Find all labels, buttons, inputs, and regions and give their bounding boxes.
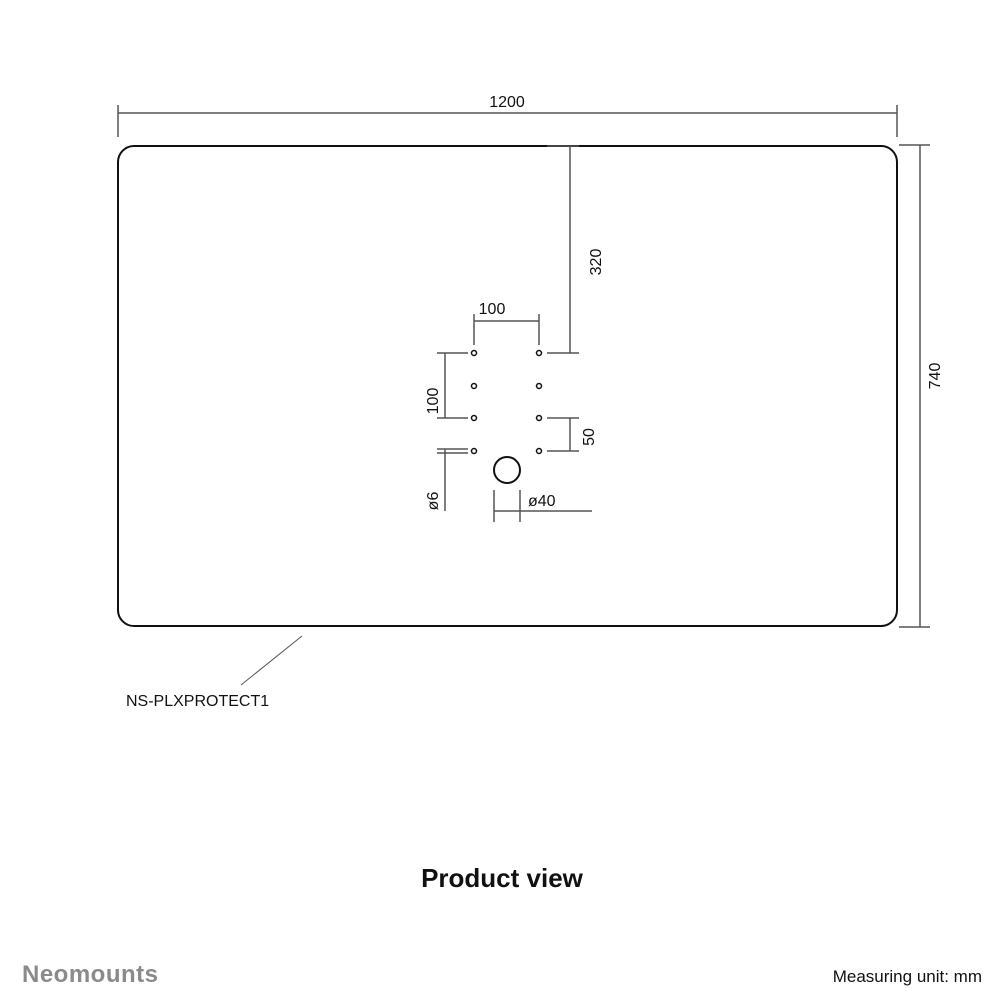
part-leader-line: [240, 635, 303, 686]
hole-spacing-small-label: 50: [581, 428, 598, 446]
view-caption: Product view: [421, 863, 583, 893]
hole-spacing-vertical-dimension: [437, 352, 468, 419]
hole-spacing-small-dimension: [547, 417, 579, 452]
mounting-holes: [470, 349, 543, 455]
brand-logo: Neomounts: [22, 961, 159, 988]
cable-hole: [493, 456, 521, 484]
width-dimension: [117, 105, 898, 137]
height-dimension: [899, 144, 930, 628]
cable-hole-dimension: [493, 490, 592, 522]
cable-hole-label: ø40: [528, 493, 556, 510]
plate-outline: [117, 145, 898, 627]
measuring-unit-note: Measuring unit: mm: [832, 967, 982, 986]
hole-diameter-dimension: [437, 448, 468, 511]
hole-spacing-vertical-label: 100: [425, 388, 442, 415]
hole-spacing-horizontal-label: 100: [479, 301, 506, 318]
part-number-label: NS-PLXPROTECT1: [126, 693, 270, 710]
width-dimension-label: 1200: [489, 94, 525, 111]
top-offset-dimension: [547, 145, 579, 354]
top-offset-dimension-label: 320: [588, 249, 605, 276]
hole-diameter-label: ø6: [425, 492, 442, 511]
height-dimension-label: 740: [927, 363, 944, 390]
hole-spacing-horizontal-dimension: [473, 314, 540, 345]
